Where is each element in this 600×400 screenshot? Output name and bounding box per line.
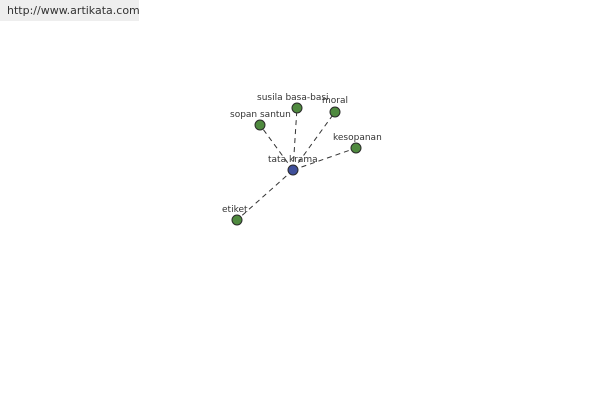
node-etiket-label: etiket: [222, 205, 248, 215]
node-moral-dot[interactable]: [329, 106, 341, 118]
node-susila-dot[interactable]: [291, 102, 303, 114]
edge-susila: [292, 107, 298, 171]
node-center[interactable]: tata krama: [268, 155, 318, 176]
node-center-label: tata krama: [268, 155, 318, 165]
site-url[interactable]: http://www.artikata.com: [0, 0, 140, 21]
node-kesopanan[interactable]: kesopanan: [333, 133, 382, 154]
node-susila[interactable]: susila basa-basi: [257, 93, 329, 114]
node-etiket-dot[interactable]: [231, 214, 243, 226]
node-etiket[interactable]: etiket: [222, 205, 248, 226]
node-moral[interactable]: moral: [322, 96, 348, 118]
edge-etiket: [236, 169, 294, 221]
edge-sopan: [259, 124, 294, 171]
node-moral-label: moral: [322, 96, 348, 106]
node-kesopanan-label: kesopanan: [333, 133, 382, 143]
edges: [236, 107, 357, 221]
node-sopan-label: sopan santun: [230, 110, 291, 120]
node-center-dot[interactable]: [287, 164, 299, 176]
node-sopan[interactable]: sopan santun: [230, 110, 291, 131]
node-kesopanan-dot[interactable]: [350, 142, 362, 154]
edge-moral: [292, 111, 336, 171]
node-sopan-dot[interactable]: [254, 119, 266, 131]
edge-kesopanan: [292, 147, 357, 171]
node-susila-label: susila basa-basi: [257, 93, 329, 103]
